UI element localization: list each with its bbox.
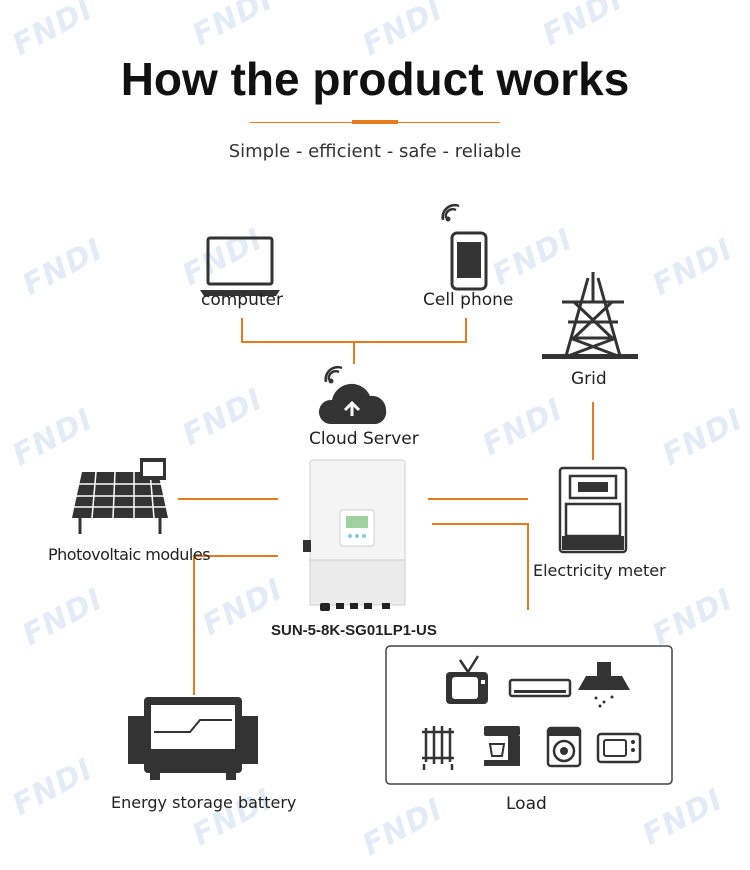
battery-icon — [128, 697, 258, 780]
heater-icon — [422, 726, 454, 770]
range-hood-icon — [578, 662, 630, 708]
inverter-device — [303, 459, 406, 611]
phone-icon — [441, 203, 488, 291]
connectors — [178, 318, 594, 695]
power-tower-icon — [542, 272, 638, 359]
washing-machine-icon — [546, 726, 582, 768]
load-label: Load — [506, 794, 547, 814]
computer-label: computer — [201, 290, 283, 310]
air-conditioner-icon — [508, 678, 572, 698]
wifi-icon — [324, 365, 343, 383]
title-divider-accent — [352, 120, 398, 124]
tv-icon — [446, 655, 488, 704]
connector-inverter-load — [432, 523, 529, 610]
solar-panel-icon — [72, 458, 168, 534]
load-box — [385, 645, 673, 785]
page-subtitle: Simple - efficient - safe - reliable — [228, 141, 522, 162]
grid-label: Grid — [571, 369, 607, 389]
electricity-meter-label: Electricity meter — [533, 561, 666, 580]
battery-label: Energy storage battery — [111, 793, 297, 812]
connector-computer-phone — [241, 318, 467, 343]
coffee-machine-icon — [484, 726, 520, 766]
wifi-icon — [441, 203, 460, 221]
page-title: How the product works — [120, 53, 630, 105]
cloud-server-label: Cloud Server — [309, 429, 419, 449]
electricity-meter-icon — [558, 466, 628, 554]
laptop-icon — [200, 236, 280, 296]
cell-phone-label: Cell phone — [423, 290, 514, 310]
cloud-upload-icon — [318, 365, 387, 424]
connector-battery-inverter — [193, 555, 278, 695]
inverter-model-label: SUN-5-8K-SG01LP1-US — [271, 622, 437, 639]
microwave-icon — [596, 732, 642, 764]
pv-modules-label: Photovoltaic modules — [48, 545, 211, 564]
